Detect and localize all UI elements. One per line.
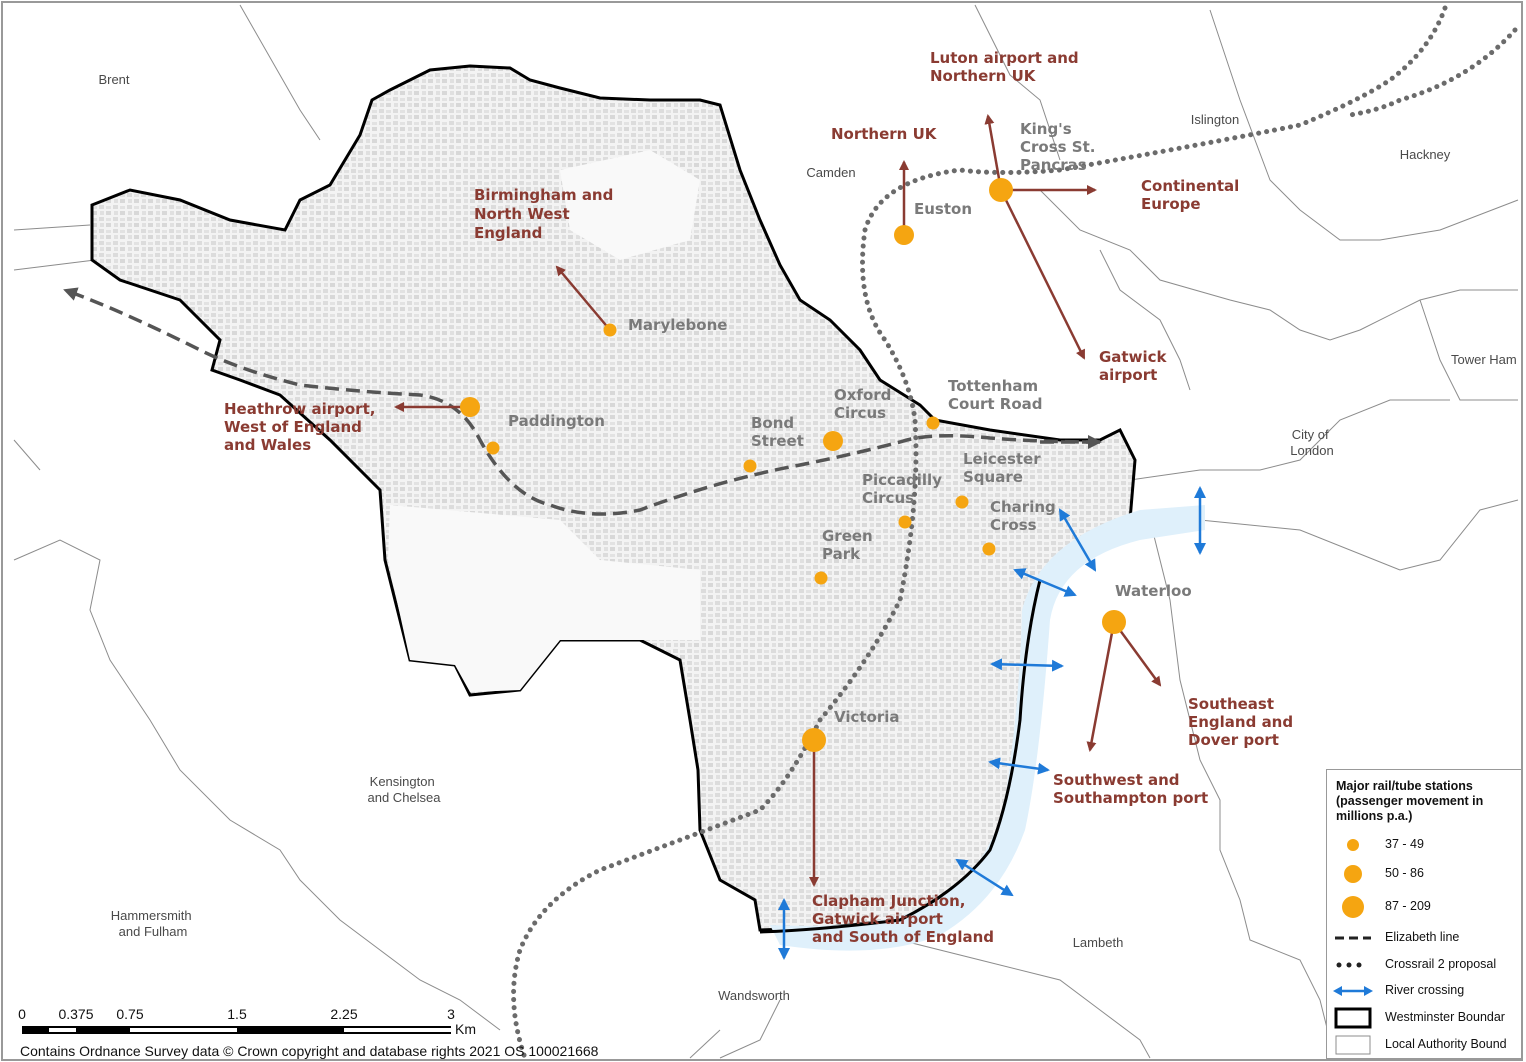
destination-arrows xyxy=(394,114,1162,887)
station-medium-icon xyxy=(1344,865,1362,883)
dest-southwest: Southwest and Southampton port xyxy=(1053,771,1208,807)
area-city-of-london: City of London xyxy=(1290,427,1333,458)
scale-tick-5: 3 xyxy=(447,1006,455,1022)
legend-label: 37 - 49 xyxy=(1385,837,1424,851)
area-camden: Camden xyxy=(806,165,855,180)
thick-box-icon xyxy=(1334,1007,1372,1029)
legend-item-crossrail2: Crossrail 2 proposal xyxy=(1327,954,1521,976)
area-islington: Islington xyxy=(1191,112,1239,127)
os-credit: Contains Ordnance Survey data © Crown co… xyxy=(20,1043,599,1059)
area-tower-hamlets: Tower Ham xyxy=(1451,352,1517,367)
la-boundaries xyxy=(13,4,1519,1059)
label-waterloo: Waterloo xyxy=(1115,582,1192,600)
legend-item-station-small: 37 - 49 xyxy=(1327,834,1521,856)
area-hammersmith-fulham: Hammersmith and Fulham xyxy=(111,908,196,939)
area-labels: Brent Camden Islington Hackney Tower Ham… xyxy=(98,72,1516,1003)
scale-unit: Km xyxy=(455,1021,476,1037)
crossrail2-route xyxy=(511,5,1518,1061)
station-piccadilly-circus xyxy=(898,515,912,529)
dest-luton: Luton airport and Northern UK xyxy=(930,49,1084,85)
legend-item-la-boundary: Local Authority Bound xyxy=(1327,1034,1521,1056)
legend-item-station-medium: 50 - 86 xyxy=(1327,863,1521,885)
station-bond-street xyxy=(743,459,757,473)
legend-item-station-large: 87 - 209 xyxy=(1327,896,1521,918)
area-hackney: Hackney xyxy=(1400,147,1451,162)
legend-item-river-crossing: River crossing xyxy=(1327,980,1521,1002)
dest-northern-uk: Northern UK xyxy=(831,125,938,143)
river-crossings xyxy=(778,486,1206,960)
legend-label: Local Authority Bound xyxy=(1385,1037,1507,1051)
station-oxford-circus xyxy=(823,431,843,451)
station-paddington xyxy=(460,397,480,417)
dest-heathrow: Heathrow airport, West of England and Wa… xyxy=(224,400,381,454)
label-leicester-square: Leicester Square xyxy=(963,450,1046,486)
scale-tick-3: 1.5 xyxy=(227,1006,247,1022)
label-victoria: Victoria xyxy=(834,708,900,726)
dest-clapham: Clapham Junction, Gatwick airport and So… xyxy=(812,892,994,946)
area-lambeth: Lambeth xyxy=(1073,935,1124,950)
scale-tick-0: 0 xyxy=(18,1006,26,1022)
area-wandsworth: Wandsworth xyxy=(718,988,790,1003)
legend-label: Crossrail 2 proposal xyxy=(1385,957,1497,971)
dest-birmingham: Birmingham and North West England xyxy=(474,186,619,242)
legend-label: 87 - 209 xyxy=(1385,899,1431,913)
scale-tick-2: 0.75 xyxy=(116,1006,143,1022)
label-oxford-circus: Oxford Circus xyxy=(834,386,897,422)
label-bond-street: Bond Street xyxy=(751,414,804,450)
station-tottenham-court-road xyxy=(926,416,940,430)
station-green-park xyxy=(814,571,828,585)
legend-label: 50 - 86 xyxy=(1385,866,1424,880)
stations xyxy=(460,178,1126,752)
label-tottenham-court-road: Tottenham Court Road xyxy=(948,377,1043,413)
dashed-line-icon xyxy=(1335,936,1371,940)
dotted-line-icon xyxy=(1336,962,1362,968)
area-brent: Brent xyxy=(98,72,129,87)
station-charing-cross xyxy=(982,542,996,556)
station-kings-cross xyxy=(989,178,1013,202)
map-legend: Major rail/tube stations (passenger move… xyxy=(1326,769,1522,1059)
label-green-park: Green Park xyxy=(822,527,878,563)
station-large-icon xyxy=(1342,896,1364,918)
station-leicester-square xyxy=(955,495,969,509)
dest-southeast: Southeast England and Dover port xyxy=(1188,695,1298,749)
station-victoria xyxy=(802,728,826,752)
label-paddington: Paddington xyxy=(508,412,605,430)
scale-tick-1: 0.375 xyxy=(58,1006,93,1022)
label-euston: Euston xyxy=(914,200,972,218)
label-marylebone: Marylebone xyxy=(628,316,727,334)
elizabeth-line-route xyxy=(63,287,1102,516)
double-arrow-icon xyxy=(1333,986,1373,996)
station-small-icon xyxy=(1347,839,1359,851)
legend-item-elizabeth-line: Elizabeth line xyxy=(1327,927,1521,949)
parks xyxy=(388,150,700,692)
station-marylebone xyxy=(603,323,617,337)
legend-title: Major rail/tube stations (passenger move… xyxy=(1336,779,1484,823)
scale-bar: 0 0.375 0.75 1.5 2.25 3 Km xyxy=(18,1006,476,1037)
label-piccadilly-circus: Piccadilly Circus xyxy=(862,471,947,507)
label-charing-cross: Charing Cross xyxy=(990,498,1061,534)
station-labels: King's Cross St. Pancras Euston Marylebo… xyxy=(508,120,1192,726)
scale-tick-4: 2.25 xyxy=(330,1006,357,1022)
legend-label: Elizabeth line xyxy=(1385,930,1460,944)
station-waterloo xyxy=(1102,610,1126,634)
legend-label: Westminster Boundar xyxy=(1385,1010,1505,1024)
destination-labels: Luton airport and Northern UK Northern U… xyxy=(224,49,1298,946)
thin-box-icon xyxy=(1335,1035,1371,1055)
dest-gatwick: Gatwick airport xyxy=(1099,348,1172,384)
area-kensington-chelsea: Kensington and Chelsea xyxy=(368,774,442,805)
legend-item-westminster-boundary: Westminster Boundar xyxy=(1327,1007,1521,1029)
station-paddington-2 xyxy=(486,441,500,455)
station-euston xyxy=(894,225,914,245)
dest-continental: Continental Europe xyxy=(1141,177,1245,213)
legend-label: River crossing xyxy=(1385,983,1465,997)
label-kings-cross: King's Cross St. Pancras xyxy=(1020,120,1101,174)
